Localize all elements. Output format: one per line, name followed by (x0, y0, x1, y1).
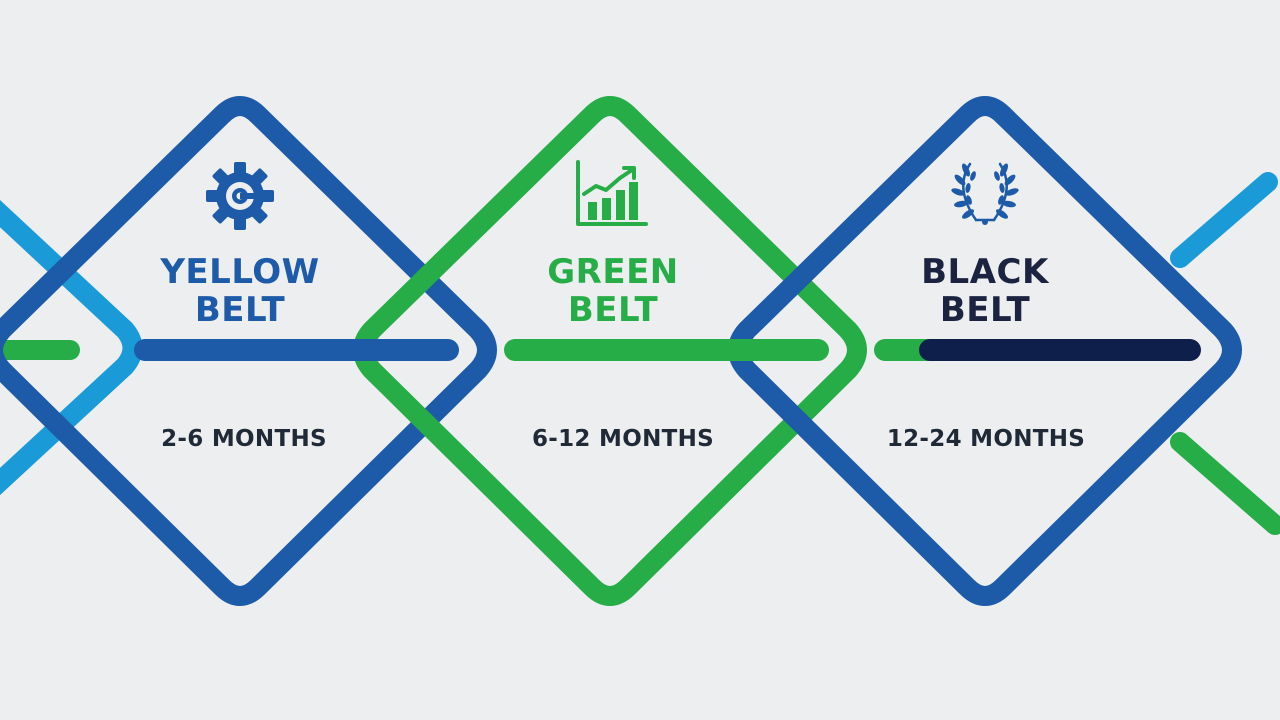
laurel-wreath-icon (946, 158, 1024, 235)
black-belt-duration: 12-24 MONTHS (886, 426, 1086, 452)
left-edge-chevron (0, 199, 143, 496)
green-belt-title-line1: GREEN (547, 252, 679, 292)
black-belt-title: BLACK BELT (855, 253, 1115, 329)
right-edge-line-lower (1170, 432, 1280, 535)
yellow-belt-title-line1: YELLOW (160, 252, 320, 292)
green-belt-title: GREEN BELT (483, 253, 743, 329)
green-belt-title-line2: BELT (567, 290, 659, 330)
black-belt-title-line2: BELT (939, 290, 1031, 330)
gear-icon (202, 158, 278, 239)
yellow-belt-duration: 2-6 MONTHS (161, 426, 327, 452)
yellow-belt-title: YELLOW BELT (110, 253, 370, 329)
black-belt-title-line1: BLACK (921, 252, 1049, 292)
right-edge-line-upper (1170, 172, 1278, 268)
growth-chart-icon (574, 158, 650, 233)
yellow-belt-frame (0, 96, 497, 606)
yellow-belt-title-line2: BELT (194, 290, 286, 330)
green-belt-duration: 6-12 MONTHS (531, 426, 715, 452)
